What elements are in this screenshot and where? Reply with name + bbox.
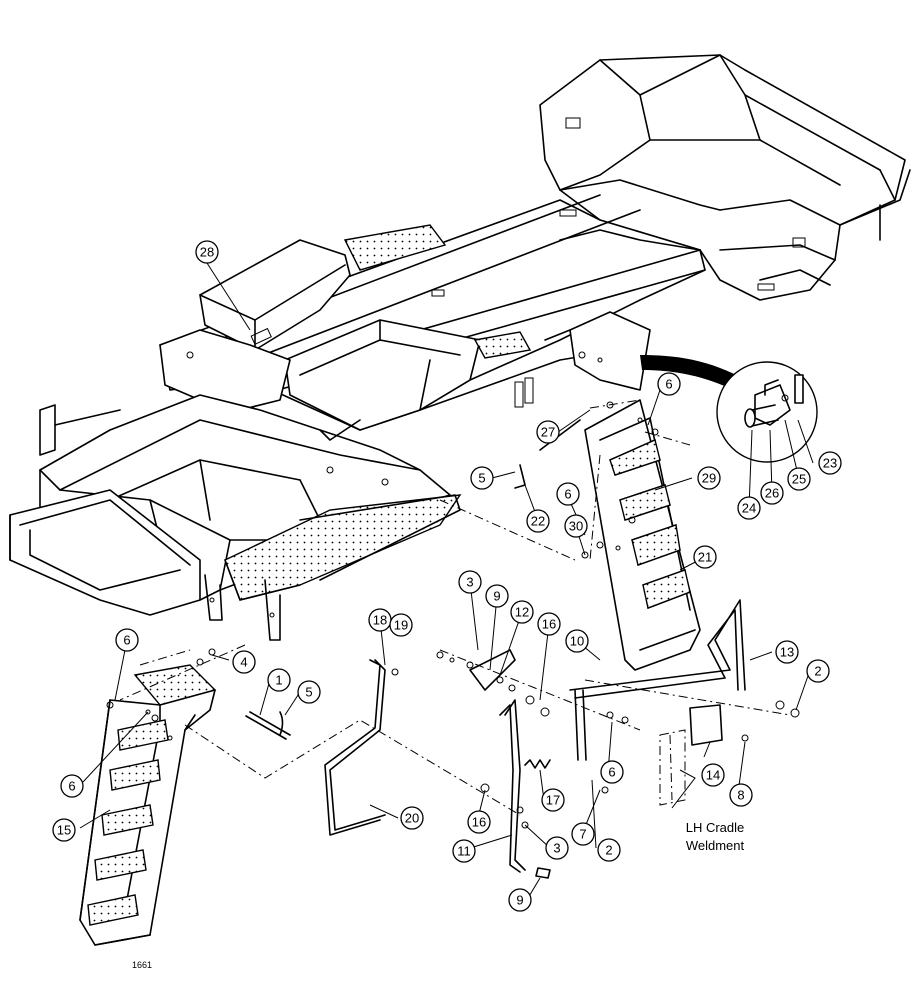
- svg-text:2: 2: [814, 664, 821, 679]
- lh-cradle-label-line2: Weldment: [686, 838, 745, 853]
- svg-text:5: 5: [478, 471, 485, 486]
- svg-text:29: 29: [702, 471, 716, 486]
- svg-text:12: 12: [515, 605, 529, 620]
- svg-text:6: 6: [564, 487, 571, 502]
- svg-text:4: 4: [240, 655, 247, 670]
- svg-text:21: 21: [698, 550, 712, 565]
- callout-17: 17: [541, 788, 565, 812]
- callout-18: 18: [368, 608, 392, 632]
- svg-text:14: 14: [706, 768, 720, 783]
- svg-text:23: 23: [823, 456, 837, 471]
- callout-29: 29: [697, 466, 721, 490]
- callout-7: 7: [571, 822, 595, 846]
- callout-28: 28: [195, 240, 219, 264]
- svg-text:6: 6: [123, 633, 130, 648]
- svg-text:3: 3: [553, 841, 560, 856]
- svg-text:16: 16: [542, 617, 556, 632]
- callout-20: 20: [400, 806, 424, 830]
- callout-3: 3: [458, 570, 482, 594]
- callout-25: 25: [787, 467, 811, 491]
- callout-5: 5: [297, 680, 321, 704]
- callout-19: 19: [389, 613, 413, 637]
- callout-16: 16: [537, 612, 561, 636]
- ladder-left: [79, 664, 217, 946]
- callout-23: 23: [818, 451, 842, 475]
- svg-text:8: 8: [737, 788, 744, 803]
- detail-leader: [640, 355, 770, 408]
- callout-16: 16: [467, 810, 491, 834]
- svg-text:6: 6: [608, 765, 615, 780]
- callout-4: 4: [232, 650, 256, 674]
- callout-2: 2: [597, 838, 621, 862]
- svg-text:27: 27: [541, 425, 555, 440]
- svg-text:6: 6: [68, 779, 75, 794]
- svg-text:6: 6: [665, 377, 672, 392]
- svg-text:26: 26: [765, 486, 779, 501]
- callout-22: 22: [526, 509, 550, 533]
- svg-text:16: 16: [472, 815, 486, 830]
- lh-cradle-label-line1: LH Cradle: [686, 820, 745, 835]
- callout-2: 2: [806, 659, 830, 683]
- callout-13: 13: [775, 640, 799, 664]
- callout-6: 6: [657, 372, 681, 396]
- callout-6: 6: [60, 774, 84, 798]
- callout-9: 9: [508, 888, 532, 912]
- svg-text:19: 19: [394, 618, 408, 633]
- svg-text:20: 20: [405, 811, 419, 826]
- svg-text:9: 9: [516, 893, 523, 908]
- callout-24: 24: [737, 496, 761, 520]
- svg-text:18: 18: [373, 613, 387, 628]
- svg-text:3: 3: [466, 575, 473, 590]
- svg-text:28: 28: [200, 245, 214, 260]
- main-frame: [9, 54, 911, 641]
- ladder-right: [584, 399, 701, 671]
- callout-15: 15: [52, 818, 76, 842]
- svg-text:7: 7: [579, 827, 586, 842]
- center-lines: [119, 399, 791, 816]
- callout-5: 5: [470, 466, 494, 490]
- callout-1: 1: [267, 668, 291, 692]
- callout-10: 10: [565, 629, 589, 653]
- svg-text:30: 30: [569, 519, 583, 534]
- callout-6: 6: [115, 628, 139, 652]
- svg-text:1: 1: [275, 673, 282, 688]
- callout-6: 6: [556, 482, 580, 506]
- svg-text:17: 17: [546, 793, 560, 808]
- svg-text:10: 10: [570, 634, 584, 649]
- small-parts: [106, 401, 800, 879]
- svg-text:25: 25: [792, 472, 806, 487]
- svg-text:22: 22: [531, 514, 545, 529]
- svg-text:9: 9: [493, 589, 500, 604]
- figure-number: 1661: [132, 960, 152, 970]
- svg-text:11: 11: [457, 844, 471, 859]
- callout-14: 14: [701, 763, 725, 787]
- detail-view: [716, 361, 818, 463]
- callout-27: 27: [536, 420, 560, 444]
- svg-text:5: 5: [305, 685, 312, 700]
- callout-21: 21: [693, 545, 717, 569]
- callout-3: 3: [545, 836, 569, 860]
- callout-30: 30: [564, 514, 588, 538]
- callout-11: 11: [452, 839, 476, 863]
- callout-12: 12: [510, 600, 534, 624]
- svg-text:15: 15: [57, 823, 71, 838]
- callout-26: 26: [760, 481, 784, 505]
- svg-text:24: 24: [742, 501, 756, 516]
- svg-text:13: 13: [780, 645, 794, 660]
- svg-text:2: 2: [605, 843, 612, 858]
- callout-6: 6: [600, 760, 624, 784]
- callout-8: 8: [729, 783, 753, 807]
- callout-9: 9: [485, 584, 509, 608]
